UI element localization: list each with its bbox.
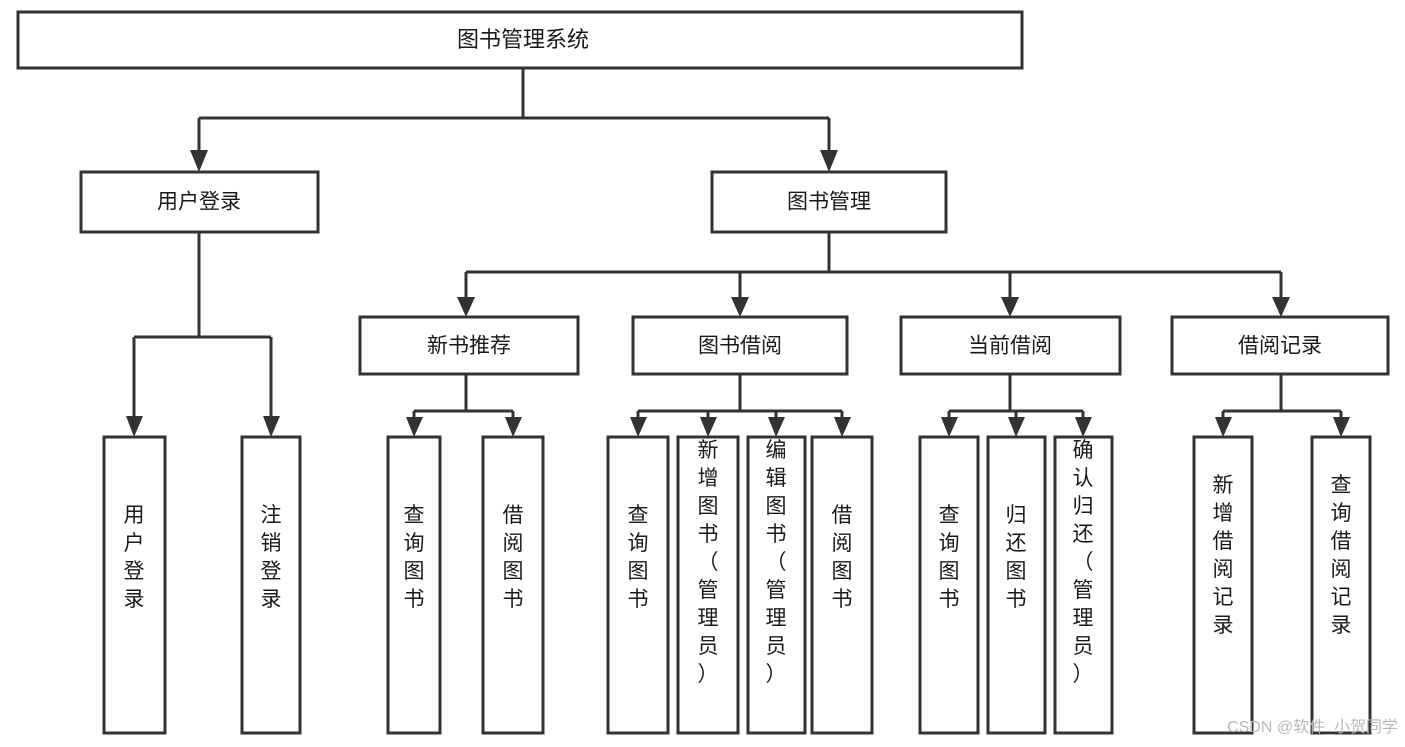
leaf-borrow-book-borrowing-label: 借阅图书: [832, 504, 853, 611]
arrowhead-leaf-query-record: [1333, 417, 1350, 437]
connector-layer: [126, 68, 1350, 437]
node-root-label: 图书管理系统: [457, 27, 589, 52]
node-root-box[interactable]: [16, 10, 1024, 70]
leaf-confirm-return-label: 确认归还（管理员）: [1073, 439, 1094, 686]
leaf-edit-book[interactable]: 编辑图书（管理员）: [746, 435, 807, 735]
node-new-book-recommendation-label: 新书推荐: [427, 335, 511, 358]
leaf-add-book-label: 新增图书（管理员）: [698, 439, 719, 686]
leaf-add-book[interactable]: 新增图书（管理员）: [676, 435, 740, 735]
node-new-book-recommendation[interactable]: 新书推荐: [358, 315, 580, 376]
arrowhead-book-mgmt: [820, 150, 838, 172]
leaf-add-borrow-record-box[interactable]: [1192, 435, 1254, 735]
leaf-confirm-return-box[interactable]: [1053, 435, 1114, 735]
arrowhead-leaf-query-book-c: [941, 417, 958, 437]
node-book-borrowing-label: 图书借阅: [698, 335, 782, 358]
node-book-borrowing-box[interactable]: [631, 315, 849, 376]
leaf-borrow-book-recommend-box[interactable]: [481, 435, 545, 735]
leaf-user-login-label: 用户登录: [124, 504, 145, 611]
node-borrow-records[interactable]: 借阅记录: [1170, 315, 1390, 376]
leaf-query-borrow-record-label: 查询借阅记录: [1331, 474, 1352, 637]
leaf-query-book-recommend-box[interactable]: [386, 435, 442, 735]
node-book-management-box[interactable]: [710, 170, 948, 234]
arrowhead-leaf-user-login: [126, 416, 143, 437]
leaf-return-book-label: 归还图书: [1006, 504, 1027, 611]
node-book-borrowing[interactable]: 图书借阅: [631, 315, 849, 376]
leaf-query-book-current-box[interactable]: [918, 435, 980, 735]
leaf-query-book-current-label: 查询图书: [939, 504, 960, 611]
leaf-query-book-recommend-label: 查询图书: [404, 504, 425, 611]
leaf-query-book-borrowing-box[interactable]: [606, 435, 670, 735]
arrowhead-leaf-borrow-book-b: [834, 417, 851, 437]
node-current-borrowing-box[interactable]: [899, 315, 1122, 376]
leaf-add-book-box[interactable]: [676, 435, 740, 735]
arrowhead-borrow: [731, 297, 749, 317]
arrowhead-leaf-add-book: [700, 417, 717, 437]
node-user-login-label: 用户登录: [157, 191, 241, 214]
arrowhead-leaf-add-record: [1215, 417, 1232, 437]
watermark: CSDN @软件_小贺同学: [1227, 718, 1398, 736]
node-user-login[interactable]: 用户登录: [79, 170, 320, 234]
arrowhead-leaf-query-book-a: [406, 417, 423, 437]
arrowhead-leaf-confirm-return: [1075, 417, 1092, 437]
leaf-query-book-borrowing[interactable]: 查询图书: [606, 435, 670, 735]
node-book-management[interactable]: 图书管理: [710, 170, 948, 234]
arrowhead-leaf-borrow-book-a: [505, 417, 522, 437]
leaf-query-book-recommend[interactable]: 查询图书: [386, 435, 442, 735]
leaf-return-book-box[interactable]: [986, 435, 1047, 735]
arrowhead-user-login: [190, 150, 208, 172]
node-current-borrowing-label: 当前借阅: [968, 335, 1052, 358]
leaf-logout[interactable]: 注销登录: [240, 435, 302, 735]
leaf-return-book[interactable]: 归还图书: [986, 435, 1047, 735]
leaf-confirm-return[interactable]: 确认归还（管理员）: [1053, 435, 1114, 735]
node-new-book-recommendation-box[interactable]: [358, 315, 580, 376]
leaf-user-login-box[interactable]: [102, 435, 167, 735]
leaf-add-borrow-record-label: 新增借阅记录: [1213, 474, 1234, 637]
leaf-user-login[interactable]: 用户登录: [102, 435, 167, 735]
leaf-logout-label: 注销登录: [261, 504, 282, 611]
node-root[interactable]: 图书管理系统: [16, 10, 1024, 70]
node-current-borrowing[interactable]: 当前借阅: [899, 315, 1122, 376]
arrowhead-leaf-logout: [263, 416, 280, 437]
arrowhead-leaf-edit-book: [768, 417, 785, 437]
leaf-edit-book-label: 编辑图书（管理员）: [766, 439, 787, 686]
arrowhead-leaf-return-book: [1008, 417, 1025, 437]
node-user-login-box[interactable]: [79, 170, 320, 234]
node-borrow-records-box[interactable]: [1170, 315, 1390, 376]
leaf-add-borrow-record[interactable]: 新增借阅记录: [1192, 435, 1254, 735]
leaf-edit-book-box[interactable]: [746, 435, 807, 735]
leaf-borrow-book-borrowing-box[interactable]: [810, 435, 874, 735]
node-book-management-label: 图书管理: [787, 191, 871, 214]
leaf-borrow-book-borrowing[interactable]: 借阅图书: [810, 435, 874, 735]
leaf-query-book-current[interactable]: 查询图书: [918, 435, 980, 735]
leaf-borrow-book-recommend-label: 借阅图书: [503, 504, 524, 611]
arrowhead-leaf-query-book-b: [630, 417, 647, 437]
leaf-logout-box[interactable]: [240, 435, 302, 735]
arrowhead-new-rec: [457, 297, 475, 317]
leaf-query-book-borrowing-label: 查询图书: [628, 504, 649, 611]
leaf-query-borrow-record-box[interactable]: [1310, 435, 1372, 735]
arrowhead-records: [1272, 297, 1290, 317]
leaf-borrow-book-recommend[interactable]: 借阅图书: [481, 435, 545, 735]
arrowhead-current: [1001, 297, 1019, 317]
node-borrow-records-label: 借阅记录: [1238, 335, 1322, 358]
leaf-query-borrow-record[interactable]: 查询借阅记录: [1310, 435, 1372, 735]
